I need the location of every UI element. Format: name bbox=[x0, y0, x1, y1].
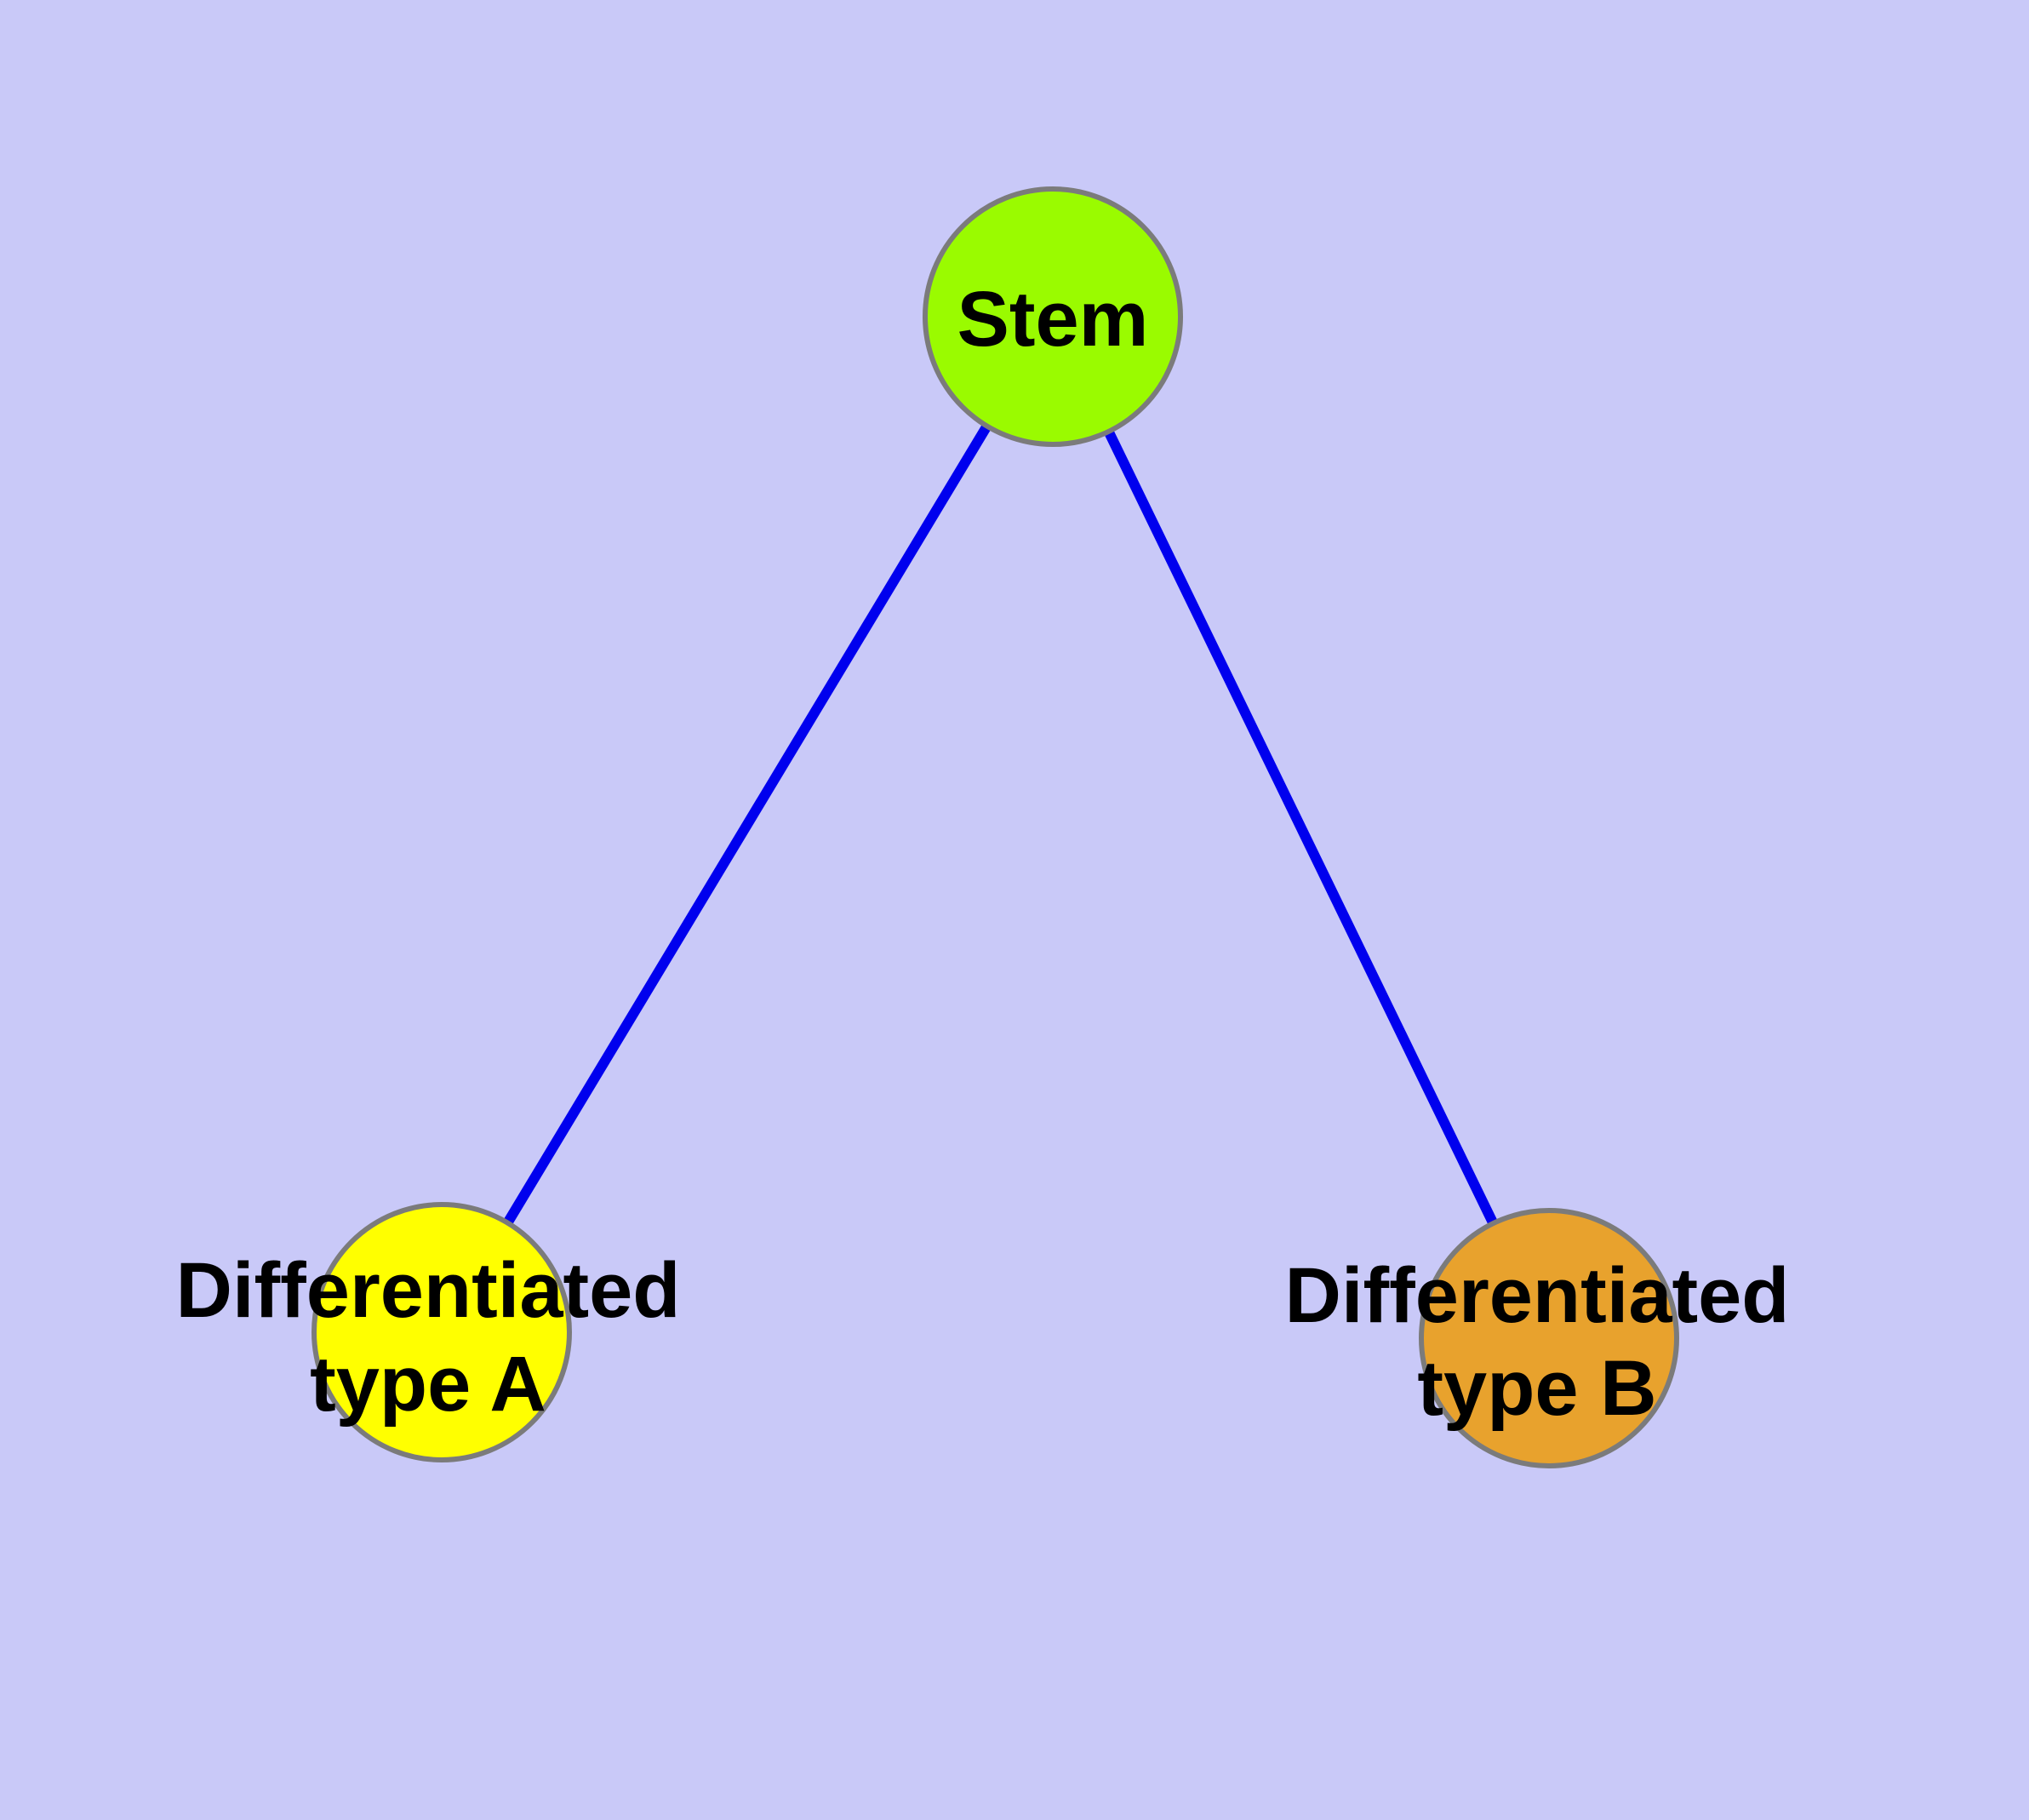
edge-stem-to-type-a bbox=[437, 312, 1058, 1337]
edge-stem-to-type-b bbox=[1048, 312, 1554, 1343]
node-differentiated-type-b bbox=[1419, 1208, 1679, 1468]
type-a-node-label-line1: Differentiated bbox=[176, 1247, 681, 1334]
type-b-node-label-line2: type B bbox=[1417, 1345, 1656, 1432]
stem-node-label: Stem bbox=[957, 276, 1149, 363]
type-b-node-label-line1: Differentiated bbox=[1285, 1252, 1790, 1339]
type-a-node-label-line2: type A bbox=[310, 1341, 546, 1428]
node-differentiated-type-a bbox=[311, 1202, 572, 1462]
node-stem bbox=[923, 186, 1183, 447]
